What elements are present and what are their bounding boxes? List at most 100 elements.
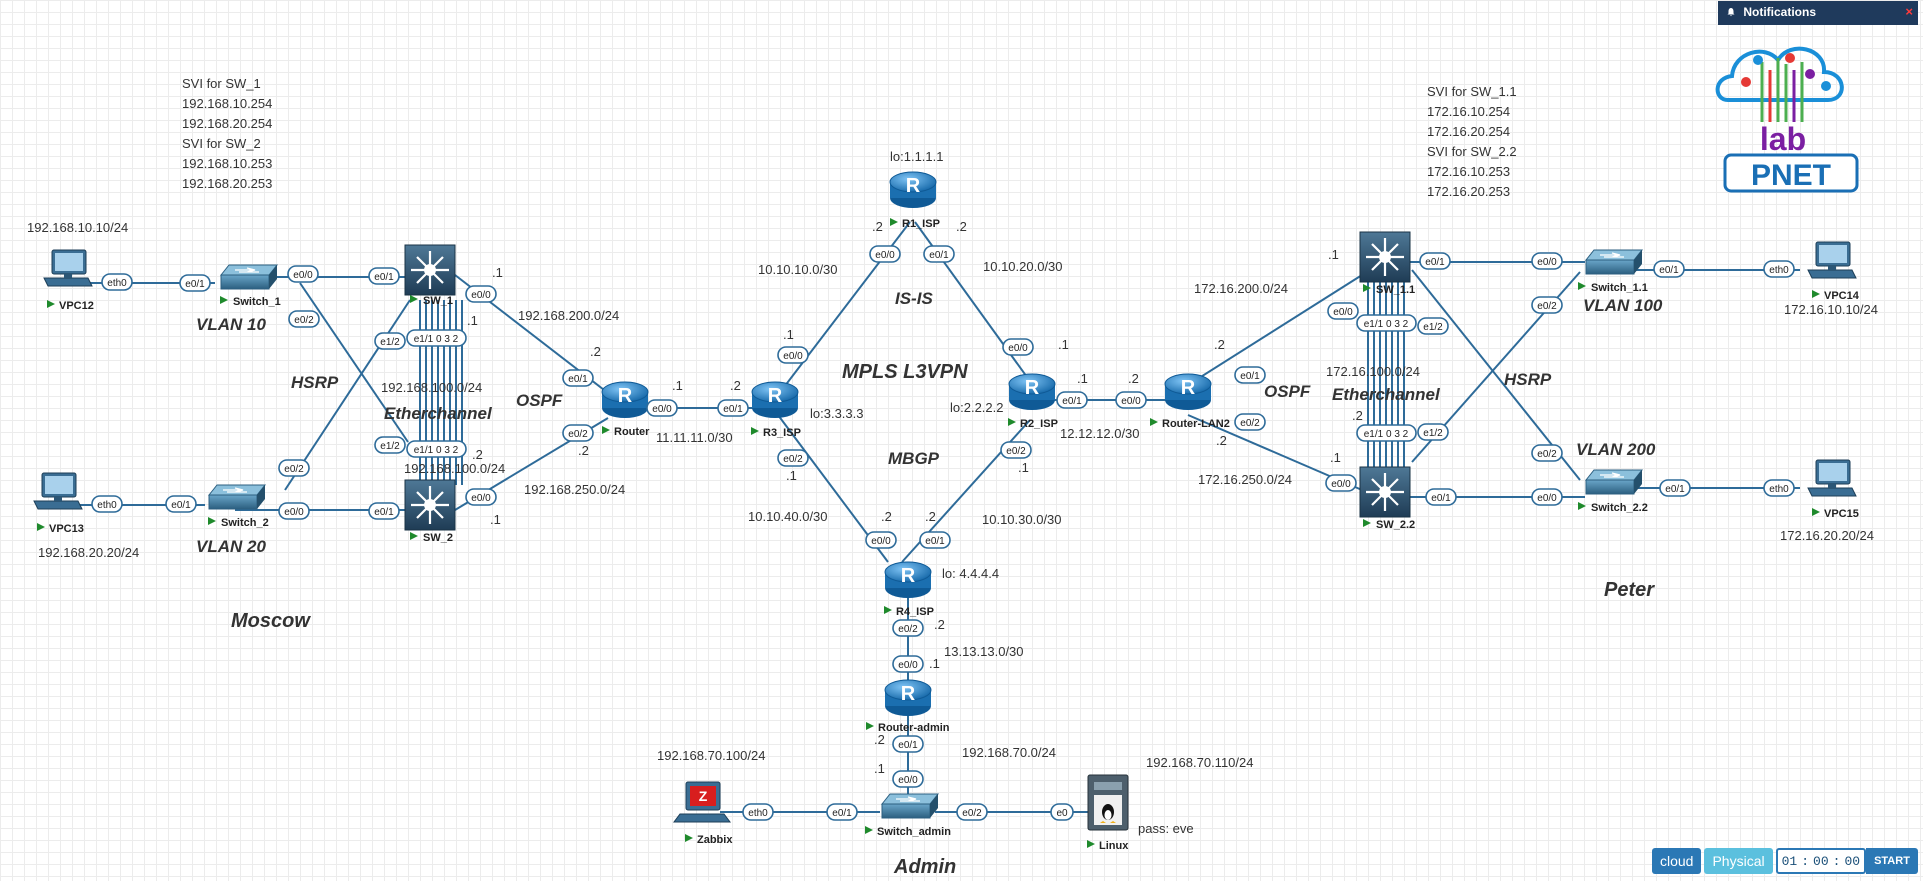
play-icon (1008, 418, 1016, 426)
device-r3-isp[interactable]: R3_ISP (751, 381, 801, 439)
timer-minutes: 00 (1813, 853, 1829, 869)
svi-label: SVI for SW_1 (182, 76, 261, 91)
port-router-e01: e0/1 (562, 369, 594, 387)
svg-text:e0/1: e0/1 (929, 250, 949, 261)
pnet-logo: lab PNET (1715, 46, 1859, 193)
device-zabbix[interactable]: Z Zabbix (673, 781, 733, 846)
host-octet-label: .2 (730, 378, 741, 393)
svg-text:eth0: eth0 (1769, 265, 1789, 276)
device-switch22[interactable]: Switch_2.2 (1578, 469, 1648, 514)
port-sw22-e01: e0/1 (1425, 488, 1457, 506)
svi-label: 172.16.20.254 (1427, 124, 1510, 139)
switch-icon (208, 484, 266, 510)
svg-text:PNET: PNET (1751, 159, 1831, 192)
device-vpc13[interactable]: VPC13 (33, 472, 84, 535)
net-200-label: 192.168.200.0/24 (518, 308, 619, 323)
zabbix-ip-label: 192.168.70.100/24 (657, 748, 765, 763)
device-vpc15[interactable]: VPC15 (1807, 459, 1859, 520)
svi-label: SVI for SW_2.2 (1427, 144, 1517, 159)
timer-display[interactable]: 01: 00: 00 (1775, 848, 1867, 874)
play-icon (1087, 840, 1095, 848)
device-switch1[interactable]: Switch_1 (220, 264, 281, 308)
device-label: Switch_admin (877, 826, 951, 838)
vpc12-ip-label: 192.168.10.10/24 (27, 220, 128, 235)
device-vpc12[interactable]: VPC12 (43, 249, 94, 312)
device-router-lan2[interactable]: Router-LAN2 (1150, 373, 1230, 430)
physical-button[interactable]: Physical (1704, 848, 1773, 874)
svg-text:e1/1 0 3 2: e1/1 0 3 2 (414, 445, 459, 456)
svg-text:e0/2: e0/2 (1006, 446, 1026, 457)
lo-r4-label: lo: 4.4.4.4 (942, 566, 999, 581)
svg-text:e0/1: e0/1 (1659, 265, 1679, 276)
host-octet-label: .1 (929, 656, 940, 671)
device-label: Router-LAN2 (1162, 418, 1230, 430)
vlan200-label: VLAN 200 (1576, 440, 1656, 459)
device-switch11[interactable]: Switch_1.1 (1578, 249, 1648, 294)
svi-label: 192.168.10.254 (182, 96, 272, 111)
play-icon (1812, 290, 1820, 298)
port-zabbix-eth0: eth0 (742, 803, 774, 821)
cloud-icon (1715, 46, 1844, 102)
play-icon (890, 218, 898, 226)
device-sw1[interactable]: SW_1 (403, 243, 457, 307)
svi-label: 192.168.10.253 (182, 156, 272, 171)
device-sw2[interactable]: SW_2 (403, 478, 457, 544)
device-label: VPC14 (1824, 290, 1860, 302)
port-sw2-e01: e0/1 (368, 502, 400, 520)
device-switch-admin[interactable]: Switch_admin (865, 793, 951, 838)
close-icon[interactable]: × (1905, 4, 1913, 19)
port-r2-e00: e0/0 (1002, 338, 1034, 356)
device-label: VPC13 (49, 523, 84, 535)
port-sw11-e12: e1/2 (1417, 317, 1449, 335)
port-switch11-e01: e0/1 (1653, 260, 1685, 278)
device-router-admin[interactable]: Router-admin (866, 679, 950, 734)
linux-pass-label: pass: eve (1138, 821, 1194, 836)
vpc15-ip-label: 172.16.20.20/24 (1780, 528, 1874, 543)
svg-text:e0/2: e0/2 (898, 624, 918, 635)
svg-text:e0/2: e0/2 (294, 315, 314, 326)
svg-text:e0/0: e0/0 (1537, 257, 1557, 268)
device-sw11[interactable]: SW_1.1 (1358, 230, 1415, 296)
switch-icon (1585, 469, 1643, 495)
device-r1-isp[interactable]: R1_ISP (889, 171, 940, 230)
device-r2-isp[interactable]: R2_ISP (1008, 373, 1058, 430)
notifications-panel[interactable]: Notifications × (1718, 1, 1918, 25)
svi-label: SVI for SW_1.1 (1427, 84, 1517, 99)
svg-text:eth0: eth0 (1769, 484, 1789, 495)
play-icon (410, 532, 418, 540)
host-octet-label: .2 (925, 509, 936, 524)
port-r3-e01: e0/1 (717, 399, 749, 417)
device-linux[interactable]: Linux (1087, 774, 1129, 852)
device-sw22[interactable]: SW_2.2 (1358, 465, 1415, 531)
port-lan2-e01: e0/1 (1234, 366, 1266, 384)
device-label: Zabbix (697, 834, 733, 846)
svg-text:e0/0: e0/0 (1333, 307, 1353, 318)
net-172-200-label: 172.16.200.0/24 (1194, 281, 1288, 296)
host-octet-label: .1 (672, 378, 683, 393)
device-switch2[interactable]: Switch_2 (208, 484, 269, 529)
host-octet-label: .1 (1077, 371, 1088, 386)
svg-text:e0/1: e0/1 (723, 404, 743, 415)
host-octet-label: .1 (786, 468, 797, 483)
port-sw2-e00: e0/0 (465, 488, 497, 506)
start-button[interactable]: START (1866, 848, 1918, 874)
port-swadmin-e01: e0/1 (826, 803, 858, 821)
svg-text:e0/2: e0/2 (568, 429, 588, 440)
play-icon (1578, 502, 1586, 510)
device-r4-isp[interactable]: R4_ISP (884, 561, 934, 618)
device-vpc14[interactable]: VPC14 (1807, 241, 1860, 302)
host-octet-label: .2 (1352, 408, 1363, 423)
svg-text:e0/1: e0/1 (374, 507, 394, 518)
svg-text:e0/1: e0/1 (832, 808, 852, 819)
svg-text:e0/1: e0/1 (568, 374, 588, 385)
device-label: Switch_2.2 (1591, 502, 1648, 514)
ospf-label-left: OSPF (516, 391, 563, 410)
port-switch2-e01: e0/1 (165, 495, 197, 513)
lo-r3-label: lo:3.3.3.3 (810, 406, 864, 421)
device-label: SW_1 (423, 295, 453, 307)
port-switch11-e00: e0/0 (1531, 252, 1563, 270)
svg-text:e1/2: e1/2 (380, 441, 400, 452)
device-router[interactable]: Router (601, 381, 650, 438)
cloud-button[interactable]: cloud (1652, 848, 1702, 874)
device-label: SW_1.1 (1376, 284, 1415, 296)
